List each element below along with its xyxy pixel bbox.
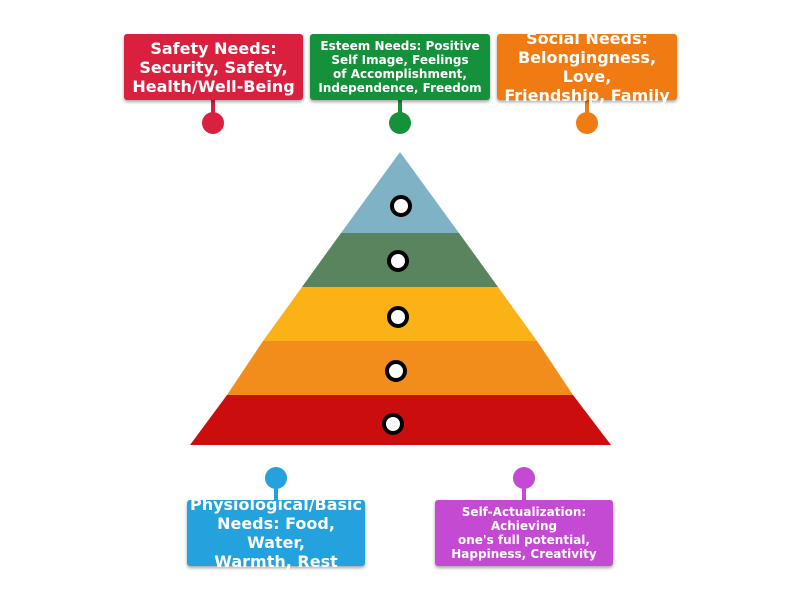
physiological-pin-stem [274,485,278,501]
esteem-needs-card[interactable]: Esteem Needs: Positive Self Image, Feeli… [310,34,490,100]
drop-target-tier-5[interactable] [382,413,404,435]
social-pin-stem [585,99,589,115]
safety-pin-stem [211,99,215,115]
self-actualization-card[interactable]: Self-Actualization: Achieving one's full… [435,500,613,566]
physiological-needs-card[interactable]: Physiological/Basic Needs: Food, Water, … [187,495,365,571]
esteem-pin-stem [398,99,402,115]
self-actualization-pin-dot [513,467,535,489]
drop-target-tier-3[interactable] [387,306,409,328]
social-pin-dot [576,112,598,134]
physiological-pin-dot [265,467,287,489]
pyramid-tier-1 [341,152,459,233]
social-needs-card[interactable]: Social Needs: Belongingness, Love, Frien… [497,29,677,105]
drop-target-tier-1[interactable] [390,195,412,217]
safety-needs-card[interactable]: Safety Needs: Security, Safety, Health/W… [124,34,303,100]
esteem-pin-dot [389,112,411,134]
self-actualization-pin-stem [522,485,526,501]
drop-target-tier-4[interactable] [385,360,407,382]
drop-target-tier-2[interactable] [387,250,409,272]
safety-pin-dot [202,112,224,134]
